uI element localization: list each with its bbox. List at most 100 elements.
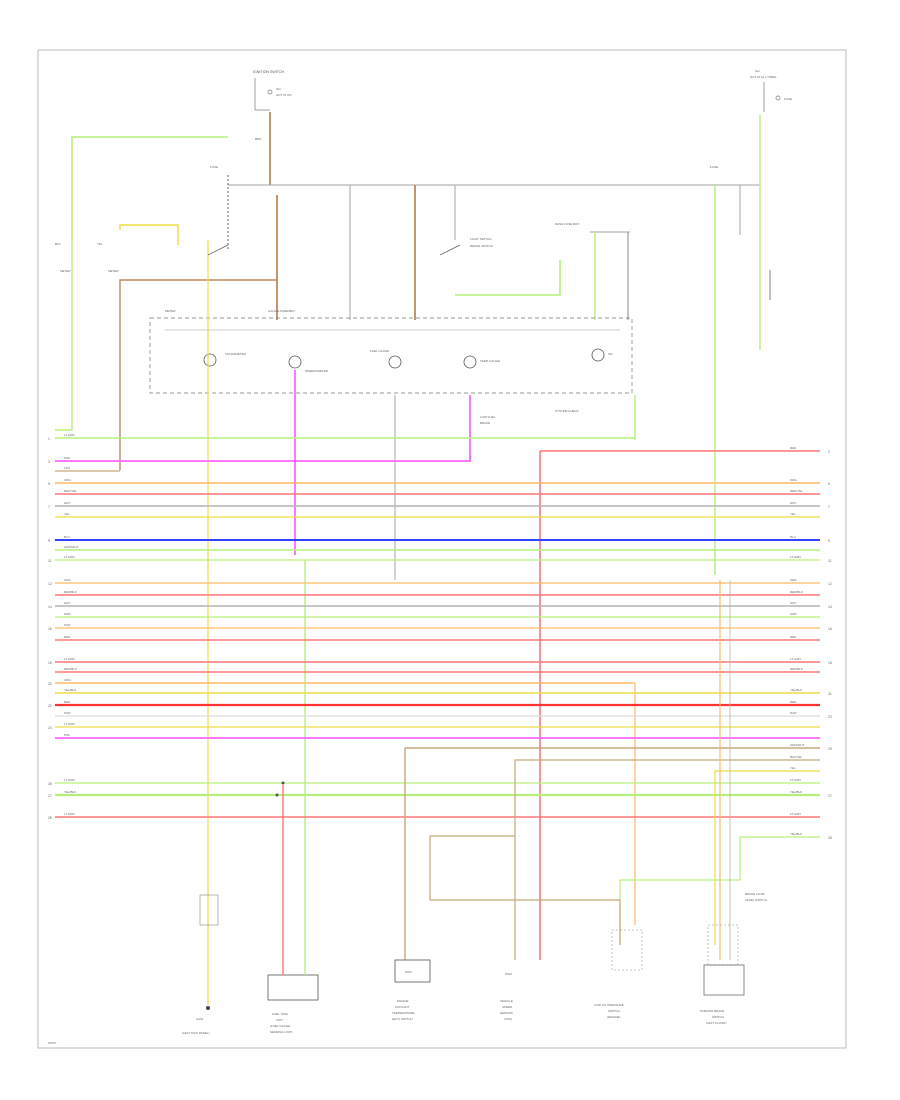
label-wire_colors_text-red: RED	[790, 700, 797, 704]
label-wire_colors_text-yel_blk: YEL/BLK	[64, 688, 76, 692]
label-wire_colors_text-lt_grn: LT GRN	[64, 433, 75, 437]
temp-gauge-icon	[463, 355, 477, 369]
label-bottom_components-vss_b: SPEED	[502, 1005, 513, 1009]
label-wire_colors_text-lt_grn: LT GRN	[64, 778, 75, 782]
label-left_pins-2: 3	[48, 460, 50, 464]
label-right_pins-22: 23	[828, 715, 832, 719]
label-bottom_components-ground_label_b: (LEFT KICK PANEL)	[182, 1031, 210, 1035]
low-fuel-label: LOW FUEL	[480, 415, 496, 419]
label-right_pins-11: 12	[828, 582, 832, 586]
label-wire_colors_text-red: RED	[790, 446, 797, 450]
label-bottom_components-fuel_sender_c: (FUEL GAUGE	[270, 1024, 290, 1028]
system-check-label: SYSTEM CHECK	[555, 409, 579, 413]
low-oil-pressure-switch: LOW OIL PRESSURE SWITCH (ENGINE)	[594, 929, 643, 1019]
label-left_pins-19: 20	[48, 682, 52, 686]
label-bottom_components-fuel_sender_a: FUEL TANK	[272, 1012, 288, 1016]
gauge-assembly-label: GAUGE ASSEMBLY	[268, 309, 295, 313]
label-wire_colors_text-yel: YEL	[64, 512, 70, 516]
label-bottom_components-pb_c: (LEFT FLOOR)	[706, 1021, 726, 1025]
label-bottom_components-brake_fluid_b: LEVEL SWITCH	[745, 898, 767, 902]
label-wire_colors_text-red_blk: RED/BLK	[64, 590, 77, 594]
label-wire_colors_text-wht: WHT	[64, 623, 71, 627]
diagram-id: W/D/7	[48, 1041, 57, 1045]
label-wire_colors_text-red: RED	[64, 700, 71, 704]
label-wire_colors_text-org: ORG	[64, 478, 72, 482]
left-wire-color-labels: LT GRN PNK TAN ORG RED/YEL GRY YEL BLU G…	[64, 433, 78, 816]
gauge-assembly: GAUGE ASSEMBLY METER TACHOMETER SPEEDOME…	[149, 309, 633, 425]
diagram-frame	[37, 49, 847, 1049]
label-wire_colors_text-gry: GRY	[64, 501, 70, 505]
label-wire_colors_text-blk_yel: BLK/YEL	[790, 755, 803, 759]
label-wire_colors_text-pnk: PNK	[64, 733, 70, 737]
label-left_pins-4: 5	[48, 482, 50, 486]
label-wire_colors_text-red: RED	[64, 635, 71, 639]
ground-g401: G401 (LEFT KICK PANEL)	[182, 894, 219, 1035]
oil-label: OIL	[608, 352, 613, 356]
label-wire_colors_text-lt_grn: LT GRN	[790, 812, 801, 816]
label-wire_colors_text-yel: YEL	[790, 766, 796, 770]
label-wire_colors_text-org: ORG	[790, 478, 798, 482]
label-left_pins-11: 12	[48, 582, 52, 586]
ect-switch: PCM ENGINE COOLANT TEMPERATURE (ECT) SWI…	[392, 959, 431, 1021]
label-right_pins-27: 28	[828, 836, 832, 840]
label-wire_colors_text-lt_grn: LT GRN	[64, 555, 75, 559]
label-bottom_components-vss_d: (VSS)	[504, 1017, 512, 1021]
label-bottom_components-ecm_c: TEMPERATURE	[392, 1011, 414, 1015]
label-right_pins-10: 11	[828, 559, 832, 563]
label-left_pins-25: 26	[48, 782, 52, 786]
label-left_pins-17: 18	[48, 661, 52, 665]
ignition-switch: IGNITION SWITCH IG1 HOT IN ON	[253, 70, 291, 111]
label-wire_colors_text-wht: WHT	[64, 711, 71, 715]
label-wire_colors_text-wht: WHT	[790, 711, 797, 715]
parking-brake-switch: BRAKE FLUID LEVEL SWITCH PARKING BRAKE S…	[700, 892, 767, 1025]
label-bottom_components-oil_c: (ENGINE)	[607, 1015, 621, 1019]
meter-dash-label: METER	[108, 269, 119, 273]
label-bottom_components-pb_b: SWITCH	[712, 1015, 724, 1019]
meter-right-label: METER	[165, 309, 176, 313]
fuel-tank-unit: FUEL TANK UNIT (FUEL GAUGE SENDING UNIT)	[267, 955, 319, 1034]
hot-in-on-label: HOT IN ON	[276, 93, 291, 97]
oil-light-icon	[591, 348, 605, 362]
label-right_pins-17: 18	[828, 661, 832, 665]
ig1-left-label: IG1	[276, 87, 281, 91]
label-wire_colors_text-red: RED	[790, 635, 797, 639]
ig1-right-label: IG1	[755, 69, 760, 73]
right-wire-color-labels: RED ORG RED/YEL GRY YEL BLU LT GRN ORG R…	[790, 446, 804, 836]
speedometer-icon	[288, 355, 302, 369]
label-wire_colors_text-lt_grn: LT GRN	[790, 778, 801, 782]
label-wire_colors_text-yel_blk: YEL/BLK	[790, 832, 802, 836]
label-wire_colors_text-grn_wht: GRN/WHT	[64, 545, 78, 549]
wire-label-yel-1: YEL	[97, 242, 103, 246]
label-wire_colors_text-blu: BLU	[64, 535, 70, 539]
label-wire_colors_text-red_blk: RED/BLK	[790, 667, 803, 671]
label-left_pins-15: 16	[48, 627, 52, 631]
wire-3	[55, 455, 471, 462]
label-wire_colors_text-pnk: PNK	[64, 456, 70, 460]
meter-left-label: METER	[60, 269, 71, 273]
fuse-left-b-label: FUSE	[710, 165, 718, 169]
label-wire_colors_text-gry: GRY	[790, 601, 796, 605]
label-bottom_components-oil_b: SWITCH	[608, 1009, 620, 1013]
label-left_pins-21: 22	[48, 704, 52, 708]
brake-switch-label: BRAKE SWITCH	[470, 244, 493, 248]
label-wire_colors_text-gry: GRY	[64, 601, 70, 605]
label-right_pins-6: 7	[828, 505, 830, 509]
label-bottom_components-brake_fluid_a: BRAKE FLUID	[745, 892, 766, 896]
label-bottom_components-ecm_a: ENGINE	[397, 999, 409, 1003]
label-wire_colors_text-tan: TAN	[64, 466, 70, 470]
label-right_pins-24: 25	[828, 747, 832, 751]
left-pin-labels: 1 3 5 7 9 11 12 14 16 18 20 22 24 26 27 …	[48, 437, 52, 820]
right-pin-labels: 2 5 7 9 11 12 14 16 18 21 23 25 27 28	[828, 450, 832, 840]
label-wire_colors_text-blu: BLU	[790, 535, 796, 539]
label-bottom_components-ground_label_a: G401	[196, 1017, 204, 1021]
tach-label: TACHOMETER	[225, 352, 247, 356]
label-right_pins-13: 14	[828, 605, 832, 609]
label-right_pins-8: 9	[828, 539, 830, 543]
label-wire_colors_text-yel_blk: YEL/BLK	[790, 688, 802, 692]
right-ignition-switch: IG1 HOT AT ALL TIMES FUSE	[750, 69, 792, 112]
speedometer-label: SPEEDOMETER	[305, 369, 329, 373]
vss: PGM VEHICLE SPEED SENSOR (VSS)	[500, 972, 514, 1021]
label-left_pins-8: 9	[48, 539, 50, 543]
fuse-box-label: DASH FUSE BOX	[555, 222, 579, 226]
